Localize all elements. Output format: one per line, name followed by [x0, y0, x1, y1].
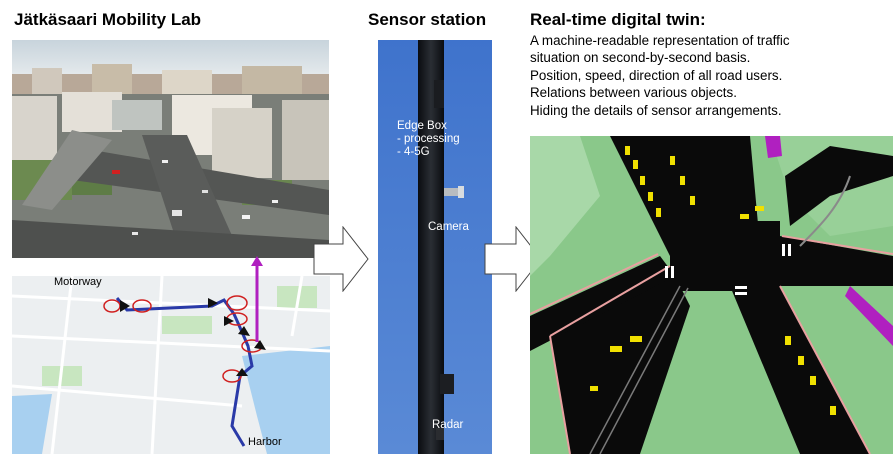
- harbor-label: Harbor: [248, 436, 282, 448]
- description-line-3: Position, speed, direction of all road u…: [530, 67, 783, 83]
- sensor-station-title: Sensor station: [368, 10, 487, 29]
- edge-box-line-1: Edge Box: [397, 120, 447, 132]
- edge-box-label: Edge Box - processing - 4-5G: [397, 120, 460, 159]
- motorway-label: Motorway: [54, 276, 102, 288]
- edge-box-line-2: - processing: [397, 133, 460, 145]
- description-line-5: Hiding the details of sensor arrangement…: [530, 102, 782, 118]
- mobility-lab-title: Jätkäsaari Mobility Lab: [14, 10, 202, 29]
- description-line-4: Relations between various objects.: [530, 85, 737, 101]
- description-line-1: A machine-readable representation of tra…: [530, 33, 790, 48]
- aerial-photo: [12, 40, 329, 258]
- edge-box-line-3: - 4-5G: [397, 146, 430, 158]
- digital-twin-title: Real-time digital twin:: [530, 10, 706, 29]
- flow-arrow-2: [484, 226, 542, 292]
- digital-twin-description: A machine-readable representation of tra…: [530, 32, 790, 119]
- description-line-2: situation on second-by-second basis.: [530, 50, 751, 66]
- camera-view-arrow: [250, 256, 264, 342]
- sensor-station-photo: [378, 40, 492, 454]
- radar-label: Radar: [432, 419, 464, 431]
- digital-twin-visualization: [530, 136, 893, 454]
- area-map: [12, 276, 330, 454]
- camera-label: Camera: [428, 221, 469, 233]
- flow-arrow-1: [313, 226, 369, 292]
